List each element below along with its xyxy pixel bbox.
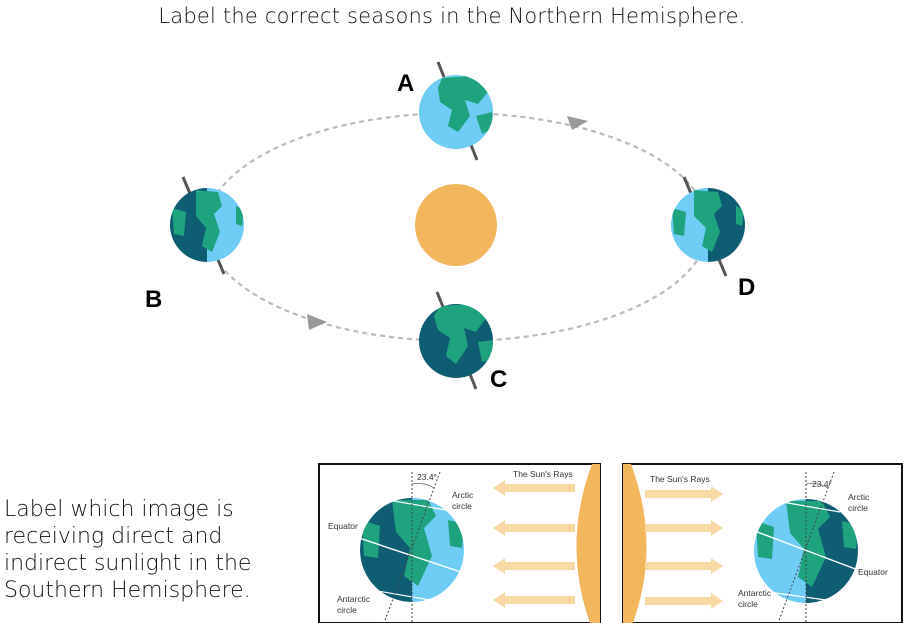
antarctic-label-left-1: Antarctic <box>337 594 371 604</box>
label-a: A <box>397 70 414 97</box>
page-title: Label the correct seasons in the Norther… <box>158 4 746 28</box>
sun <box>415 184 497 266</box>
arctic-label-left-1: Arctic <box>452 490 474 500</box>
tilt-angle-right: 23.4° <box>812 479 832 489</box>
earth-b <box>170 176 244 275</box>
antarctic-label-right-1: Antarctic <box>738 588 772 598</box>
instruction-line-2: receiving direct and <box>4 524 223 549</box>
earth-c <box>419 291 493 390</box>
instruction-line-4: Southern Hemisphere. <box>4 578 251 603</box>
sun-rays-label-left: The Sun's Rays <box>513 469 573 479</box>
sun-rays-label-right: The Sun's Rays <box>650 474 710 484</box>
orbit-arrow-top-icon <box>567 116 588 130</box>
arctic-label-right-1: Arctic <box>848 492 870 502</box>
instruction-line-3: indirect sunlight in the <box>4 551 252 576</box>
antarctic-label-left-2: circle <box>337 605 357 615</box>
label-b: B <box>145 286 162 313</box>
arctic-label-right-2: circle <box>848 503 868 513</box>
arctic-label-left-2: circle <box>452 501 472 511</box>
orbit-arrow-bottom-icon <box>307 314 327 330</box>
label-c: C <box>490 366 507 393</box>
instruction-text: Label which image is receiving direct an… <box>4 496 294 604</box>
panel-right: The Sun's Rays 23.4° Arctic circle Equat… <box>622 463 903 623</box>
equator-label-right: Equator <box>858 567 888 577</box>
label-d: D <box>738 274 755 301</box>
earth-a <box>419 61 493 161</box>
antarctic-label-right-2: circle <box>738 599 758 609</box>
panel-left: The Sun's Rays 23.4° Arctic circle Equat… <box>318 463 601 623</box>
earth-d <box>671 176 745 277</box>
instruction-line-1: Label which image is <box>4 497 234 522</box>
tilt-angle-left: 23.4° <box>417 472 437 482</box>
equator-label-left: Equator <box>328 521 358 531</box>
